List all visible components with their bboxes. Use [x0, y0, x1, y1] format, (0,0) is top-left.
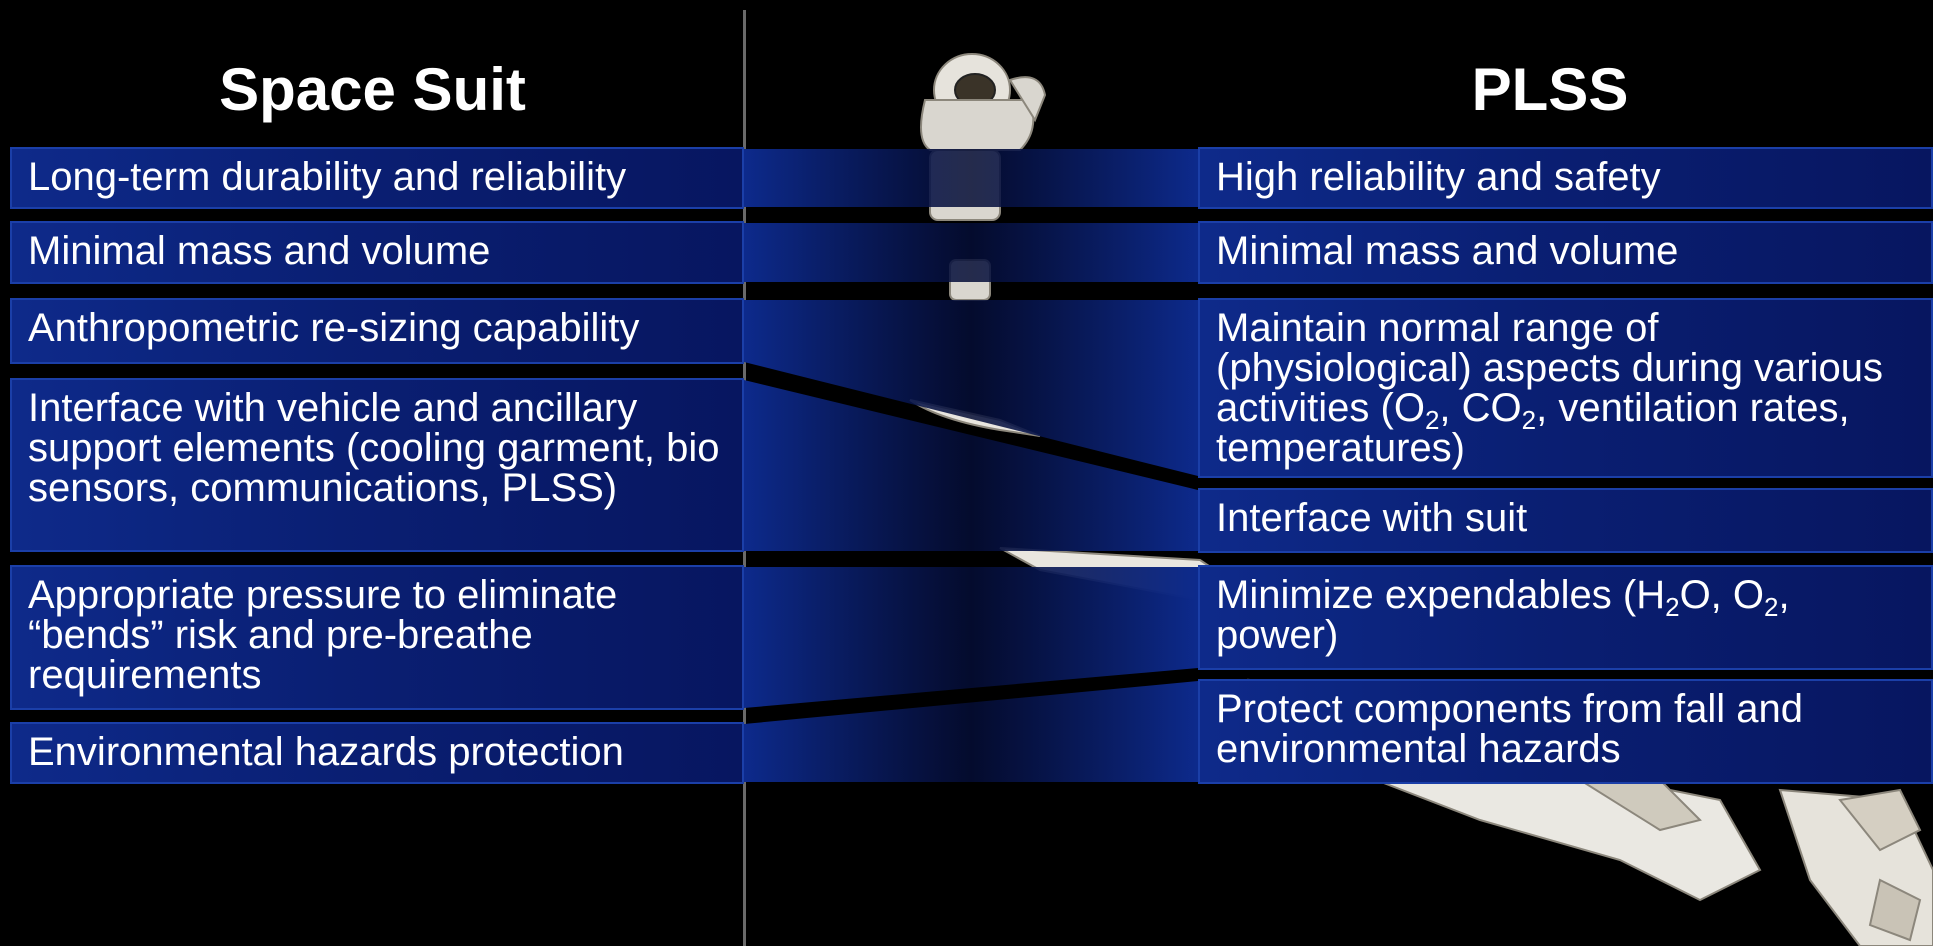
connector-3 — [744, 300, 1198, 476]
suit-requirement-pressure: Appropriate pressure to eliminate “bends… — [10, 565, 744, 710]
connector-6 — [744, 681, 1198, 782]
suit-requirement-mass: Minimal mass and volume — [10, 221, 744, 284]
plss-requirement-mass: Minimal mass and volume — [1198, 221, 1933, 284]
space-suit-title: Space Suit — [219, 56, 526, 123]
connector-2 — [744, 223, 1198, 282]
suit-requirement-interface: Interface with vehicle and ancillary sup… — [10, 378, 744, 552]
plss-requirement-interface: Interface with suit — [1198, 488, 1933, 553]
connector-4 — [744, 380, 1198, 551]
suit-requirement-durability: Long-term durability and reliability — [10, 147, 744, 209]
plss-requirement-physiological: Maintain normal range of (physiological)… — [1198, 298, 1933, 478]
connector-1 — [744, 149, 1198, 207]
connector-5 — [744, 567, 1198, 708]
plss-title: PLSS — [1471, 56, 1629, 123]
suit-requirement-hazards: Environmental hazards protection — [10, 722, 744, 784]
plss-requirement-expendables: Minimize expendables (H2O, O2, power) — [1198, 565, 1933, 670]
plss-requirement-reliability: High reliability and safety — [1198, 147, 1933, 209]
plss-requirement-protection: Protect components from fall and environ… — [1198, 679, 1933, 784]
suit-requirement-resizing: Anthropometric re-sizing capability — [10, 298, 744, 364]
